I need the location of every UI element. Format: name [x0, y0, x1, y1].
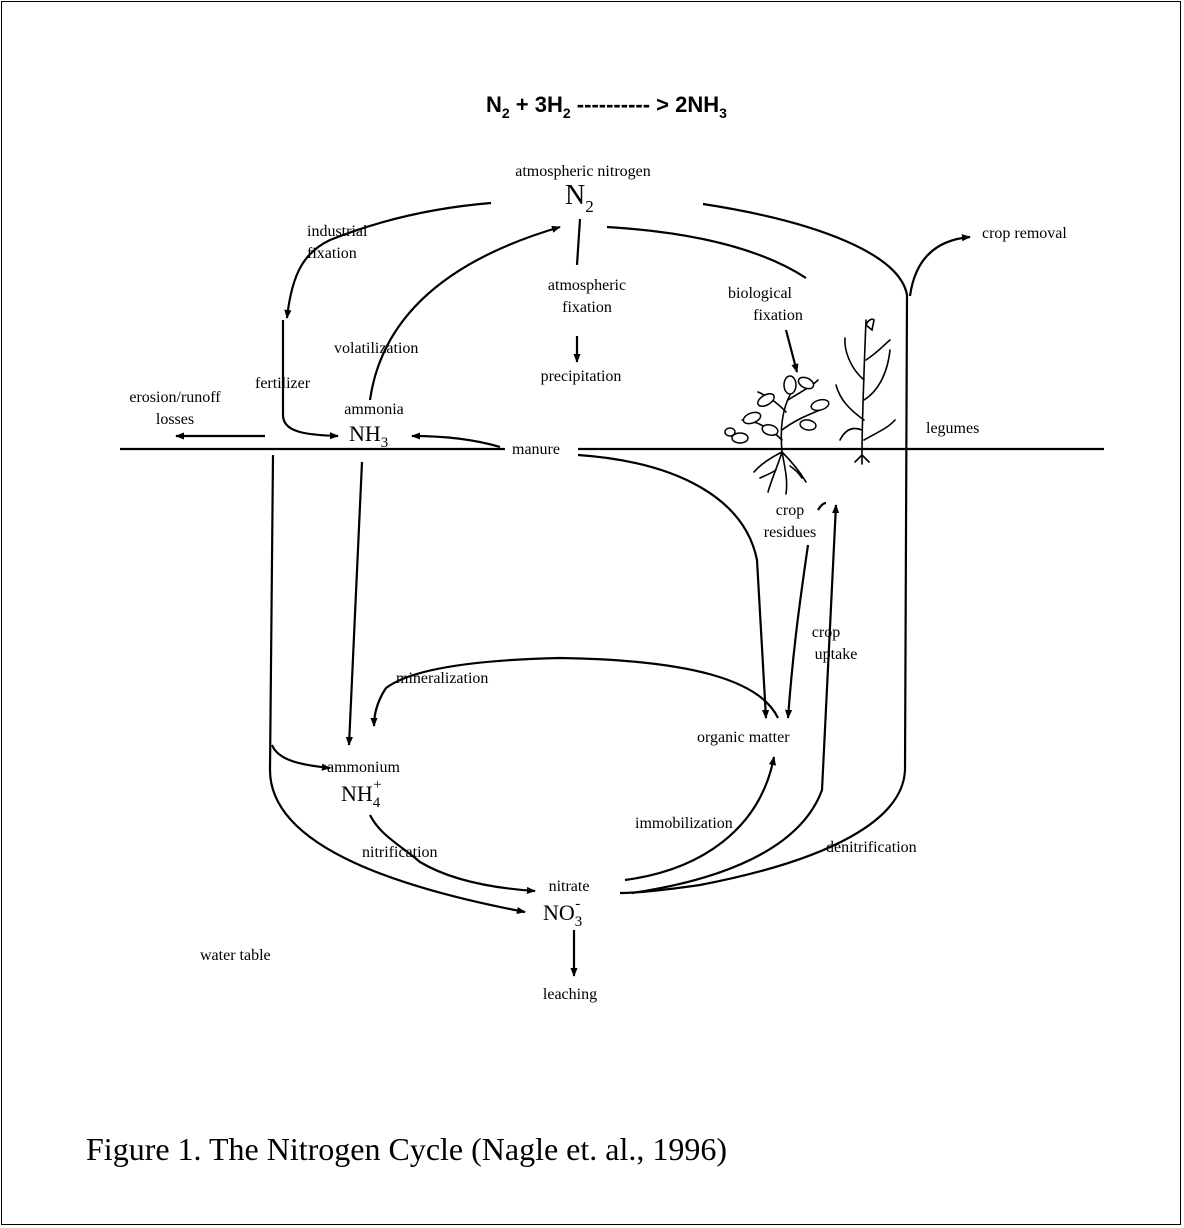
- arrow-volatilization: [370, 227, 560, 400]
- arrow-manure-to-ammonia: [412, 436, 500, 447]
- volatilization-label: volatilization: [334, 340, 418, 357]
- arrow-biological-fixation: [786, 330, 797, 372]
- leaching-label: leaching: [543, 986, 597, 1003]
- nitrification-label: nitrification: [362, 844, 438, 861]
- line-biological-fixation: [607, 227, 806, 278]
- denitrification-label: denitrification: [826, 839, 917, 856]
- arrow-crop-residues: [788, 545, 808, 718]
- crop-removal-label: crop removal: [982, 225, 1067, 242]
- ammonium-label: ammonium: [327, 759, 400, 776]
- no3-formula: NO3-: [543, 896, 582, 930]
- nh4-formula: NH4+: [341, 777, 382, 811]
- arrow-crop-removal: [910, 237, 970, 296]
- immobilization-label: immobilization: [635, 815, 733, 832]
- arrow-manure-to-organic-matter: [578, 455, 766, 718]
- n2-formula: N2: [565, 180, 594, 216]
- equation: N2 + 3H2 ---------- > 2NH3: [486, 92, 727, 121]
- arrow-mineralization: [374, 658, 778, 726]
- ammonia-label: ammonia: [344, 401, 404, 418]
- manure-label: manure: [512, 441, 560, 458]
- precipitation-label: precipitation: [541, 368, 622, 385]
- arrow-ammonia-to-ammonium: [349, 462, 362, 745]
- legumes-label: legumes: [926, 420, 979, 437]
- figure-caption: Figure 1. The Nitrogen Cycle (Nagle et. …: [86, 1131, 727, 1167]
- legume-plants-illustration: [725, 319, 895, 494]
- mineralization-label: mineralization: [396, 670, 488, 687]
- organic-matter-label: organic matter: [697, 729, 790, 746]
- fertilizer-label: fertilizer: [255, 375, 311, 392]
- line-atmospheric-fixation: [577, 219, 580, 265]
- atmospheric-nitrogen-label: atmospheric nitrogen: [515, 163, 651, 180]
- nitrate-label: nitrate: [549, 878, 590, 895]
- nh3-formula: NH3: [349, 421, 388, 451]
- arrow-fertilizer-to-ammonium: [272, 745, 330, 768]
- water-table-label: water table: [200, 947, 271, 964]
- tick-crop-residues: [818, 503, 826, 510]
